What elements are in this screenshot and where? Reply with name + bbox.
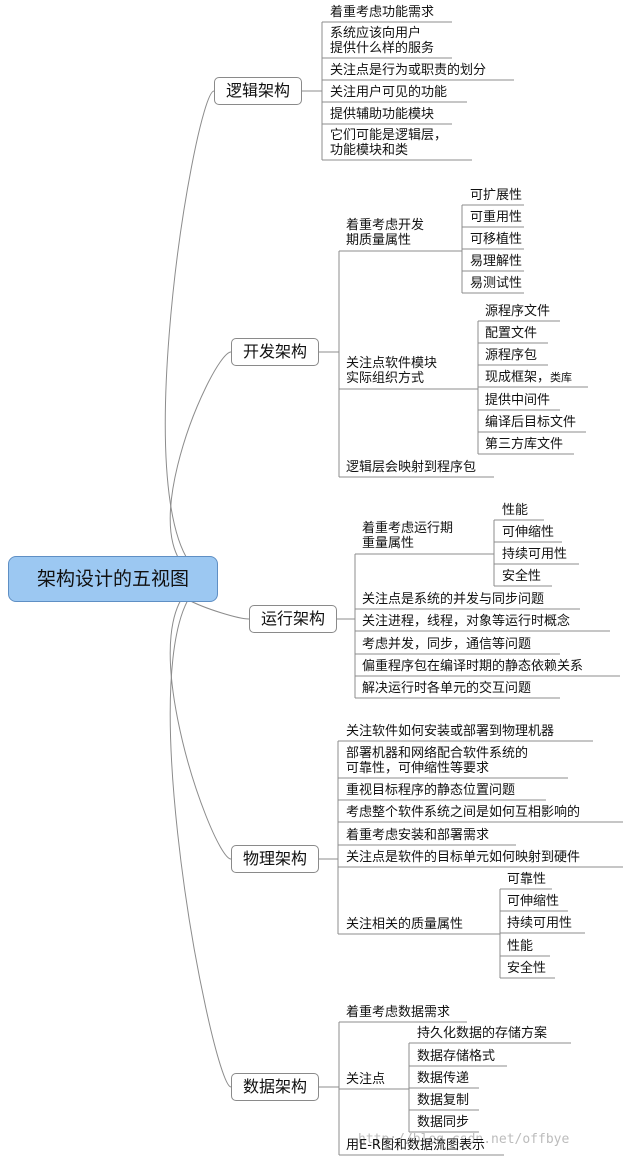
branch-5-item-2-child-3: 数据传递 — [417, 1071, 470, 1086]
branch-2-item-2-child-5: 提供中间件 — [485, 393, 551, 408]
root-node[interactable]: 架构设计的五视图 — [8, 556, 218, 602]
branch-5-item-2-child-4: 数据复制 — [417, 1093, 470, 1108]
branch-2-item-2-child-3: 源程序包 — [485, 348, 538, 363]
branch-logical[interactable]: 逻辑架构 — [214, 77, 302, 105]
branch-3-item-1: 着重考虑运行期重量属性 — [362, 521, 454, 551]
branch-4-item-7-child-2: 可伸缩性 — [507, 894, 560, 909]
branch-4-item-7-child-1: 可靠性 — [507, 872, 547, 887]
branch-4-item-5: 着重考虑安装和部署需求 — [346, 828, 490, 843]
branch-2-item-1-child-5: 易测试性 — [470, 276, 523, 291]
branch-5-item-2-child-5: 数据同步 — [417, 1115, 470, 1130]
branch-1-item-6: 它们可能是逻辑层，功能模块和类 — [330, 128, 448, 158]
branch-2-item-2-child-1: 源程序文件 — [485, 304, 551, 319]
branch-4-item-2: 部署机器和网络配合软件系统的可靠性，可伸缩性等要求 — [346, 746, 529, 776]
root-to-branch-5-line — [169, 578, 232, 1088]
branch-4-item-7-child-3: 持续可用性 — [507, 916, 573, 931]
branch-2-item-1: 着重考虑开发期质量属性 — [346, 218, 425, 248]
root-to-branch-1-line — [164, 90, 219, 580]
branch-5-item-2-child-1: 持久化数据的存储方案 — [417, 1026, 548, 1041]
branch-2-item-1-child-4: 易理解性 — [470, 254, 523, 269]
branch-4-item-7-child-4: 性能 — [507, 939, 534, 954]
branch-4-item-7: 关注相关的质量属性 — [346, 917, 464, 932]
branch-3-item-1-child-2: 可伸缩性 — [502, 525, 555, 540]
branch-3-item-1-child-4: 安全性 — [502, 569, 542, 584]
branch-4-item-3: 重视目标程序的静态位置问题 — [346, 783, 516, 798]
branch-physical[interactable]: 物理架构 — [231, 845, 319, 873]
branch-3-item-1-child-3: 持续可用性 — [502, 547, 568, 562]
branch-2-item-2-child-6: 编译后目标文件 — [485, 415, 577, 430]
branch-2-item-1-child-2: 可重用性 — [470, 210, 523, 225]
branch-4-item-6: 关注点是软件的目标单元如何映射到硬件 — [346, 850, 581, 865]
branch-1-item-1: 着重考虑功能需求 — [330, 5, 435, 20]
watermark: http://blog.csdn.net/offbye — [358, 1132, 570, 1147]
branch-5-item-2-child-2: 数据存储格式 — [417, 1049, 496, 1064]
branch-1-item-3: 关注点是行为或职责的划分 — [330, 63, 487, 78]
branch-2-item-2: 关注点软件模块实际组织方式 — [346, 356, 438, 386]
child-suffix-label: 类库 — [550, 371, 573, 384]
branch-4-item-4: 考虑整个软件系统之间是如何互相影响的 — [346, 805, 581, 820]
branch-5-item-1: 着重考虑数据需求 — [346, 1005, 451, 1020]
branch-3-item-4: 考虑并发，同步，通信等问题 — [362, 637, 532, 652]
branch-2-item-2-child-4: 现成框架，类库 — [485, 370, 573, 385]
branch-development[interactable]: 开发架构 — [231, 338, 319, 366]
branch-1-item-2: 系统应该向用户提供什么样的服务 — [330, 26, 435, 56]
branch-3-item-6: 解决运行时各单元的交互问题 — [362, 681, 532, 696]
branch-3-item-5: 偏重程序包在编译时期的静态依赖关系 — [362, 659, 584, 674]
branch-3-item-1-child-1: 性能 — [502, 503, 529, 518]
root-to-branch-2-line — [169, 351, 232, 580]
branch-4-item-7-child-5: 安全性 — [507, 961, 547, 976]
branch-3-item-3: 关注进程，线程，对象等运行时概念 — [362, 614, 571, 629]
branch-5-item-2: 关注点 — [346, 1072, 386, 1087]
branch-2-item-2-child-2: 配置文件 — [485, 326, 538, 341]
branch-5-item-3: 用E-R图和数据流图表示 — [346, 1138, 485, 1153]
branch-2-item-3: 逻辑层会映射到程序包 — [346, 460, 477, 475]
branch-3-item-2: 关注点是系统的并发与同步问题 — [362, 592, 545, 607]
branch-2-item-1-child-1: 可扩展性 — [470, 188, 523, 203]
branch-2-item-1-child-3: 可移植性 — [470, 232, 523, 247]
branch-1-item-4: 关注用户可见的功能 — [330, 85, 448, 100]
branch-1-item-5: 提供辅助功能模块 — [330, 107, 435, 122]
branch-2-item-2-child-7: 第三方库文件 — [485, 437, 564, 452]
branch-data[interactable]: 数据架构 — [231, 1073, 319, 1101]
branch-runtime[interactable]: 运行架构 — [249, 605, 337, 633]
branch-4-item-1: 关注软件如何安装或部署到物理机器 — [346, 724, 555, 739]
